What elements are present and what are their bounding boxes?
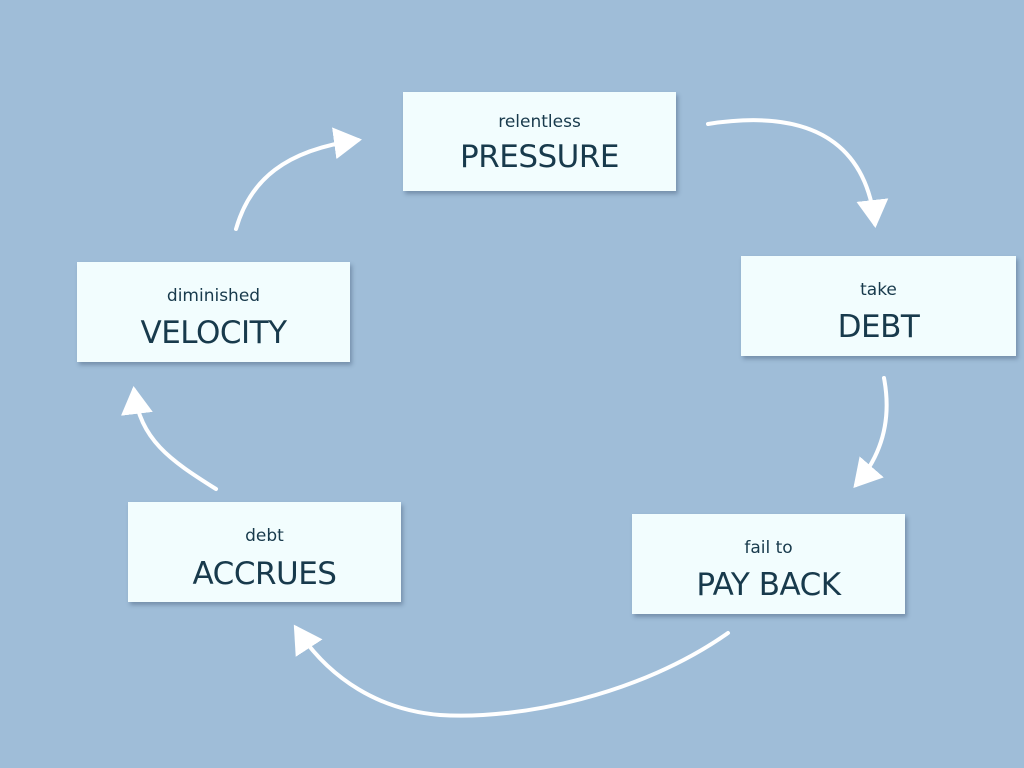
node-diminished-velocity: diminished VELOCITY (77, 262, 350, 362)
node-accrues-title: ACCRUES (192, 556, 337, 592)
node-velocity-subtitle: diminished (166, 286, 261, 306)
arrow-debt-to-pay-back (853, 376, 889, 489)
node-pay-back-title: PAY BACK (696, 567, 841, 603)
node-take-debt: take DEBT (741, 256, 1016, 356)
arrow-pressure-to-debt (706, 118, 889, 228)
node-debt-title: DEBT (837, 309, 920, 345)
node-accrues-subtitle: debt (245, 526, 284, 546)
node-pressure-title: PRESSURE (460, 139, 620, 175)
node-debt-accrues: debt ACCRUES (128, 502, 401, 602)
node-fail-to-pay-back: fail to PAY BACK (632, 514, 905, 614)
arrow-pay-back-to-accrues (293, 624, 730, 718)
node-pay-back-subtitle: fail to (744, 538, 793, 558)
node-pressure-subtitle: relentless (498, 112, 581, 132)
arrow-accrues-to-velocity (120, 386, 218, 491)
node-debt-subtitle: take (860, 280, 897, 300)
node-velocity-title: VELOCITY (140, 315, 287, 351)
arrow-velocity-to-pressure (234, 127, 362, 231)
node-relentless-pressure: relentless PRESSURE (403, 92, 676, 191)
